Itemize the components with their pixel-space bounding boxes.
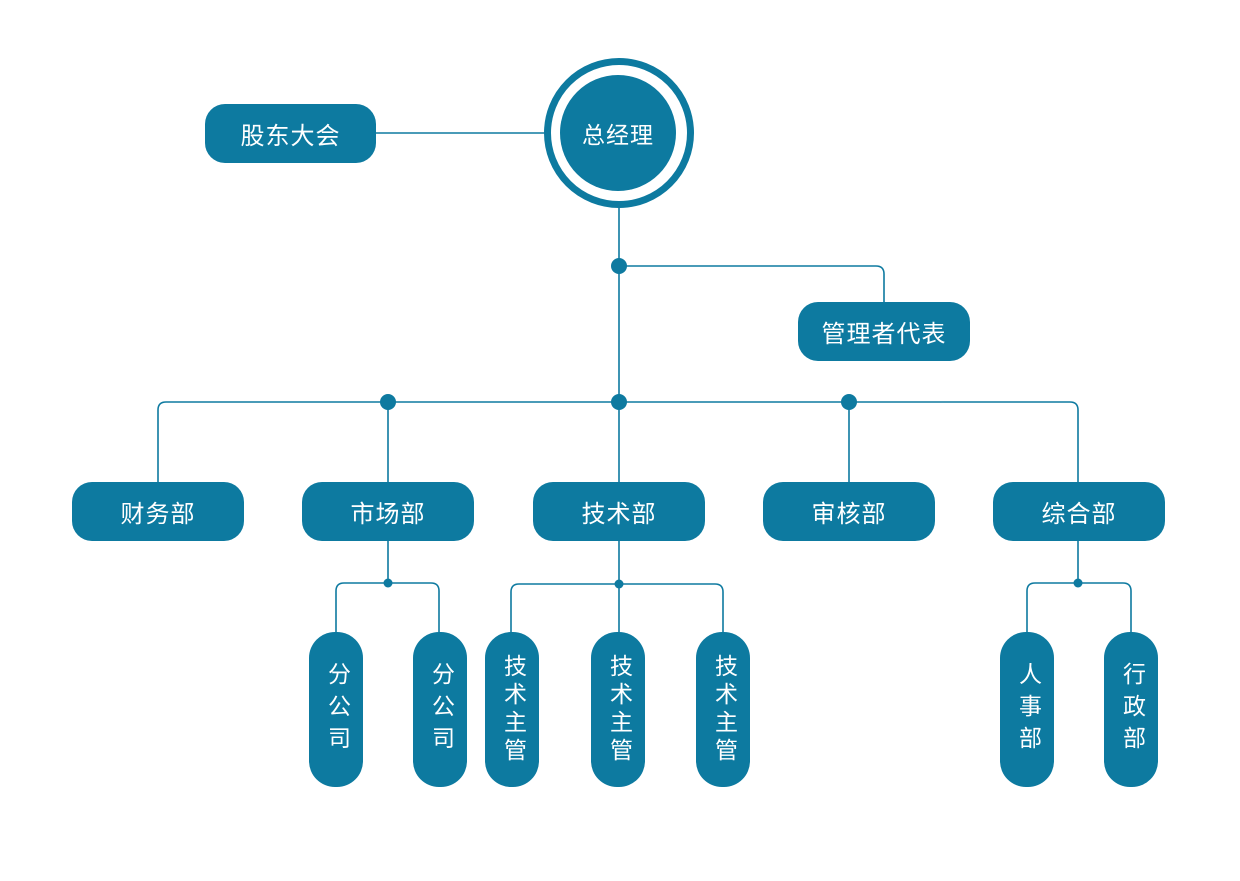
junction-dot: [614, 579, 624, 589]
technology-department-node: 技术部: [533, 482, 705, 541]
branch-office-node: 分公司: [309, 632, 363, 787]
junction-dot: [611, 258, 627, 274]
junction-dot: [611, 394, 627, 410]
administration-department-node: 行政部: [1104, 632, 1158, 787]
junction-dot: [1073, 578, 1083, 588]
general-manager-node: 总经理: [560, 75, 676, 191]
junction-dot: [380, 394, 396, 410]
technical-supervisor-node: 技术主管: [485, 632, 539, 787]
finance-department-node: 财务部: [72, 482, 244, 541]
general-affairs-department-node: 综合部: [993, 482, 1165, 541]
technical-supervisor-node: 技术主管: [591, 632, 645, 787]
branch-office-node: 分公司: [413, 632, 467, 787]
marketing-department-node: 市场部: [302, 482, 474, 541]
junction-dot: [841, 394, 857, 410]
junction-dot: [383, 578, 393, 588]
shareholders-meeting-node: 股东大会: [205, 104, 376, 163]
hr-department-node: 人事部: [1000, 632, 1054, 787]
audit-department-node: 审核部: [763, 482, 935, 541]
technical-supervisor-node: 技术主管: [696, 632, 750, 787]
management-representative-node: 管理者代表: [798, 302, 970, 361]
